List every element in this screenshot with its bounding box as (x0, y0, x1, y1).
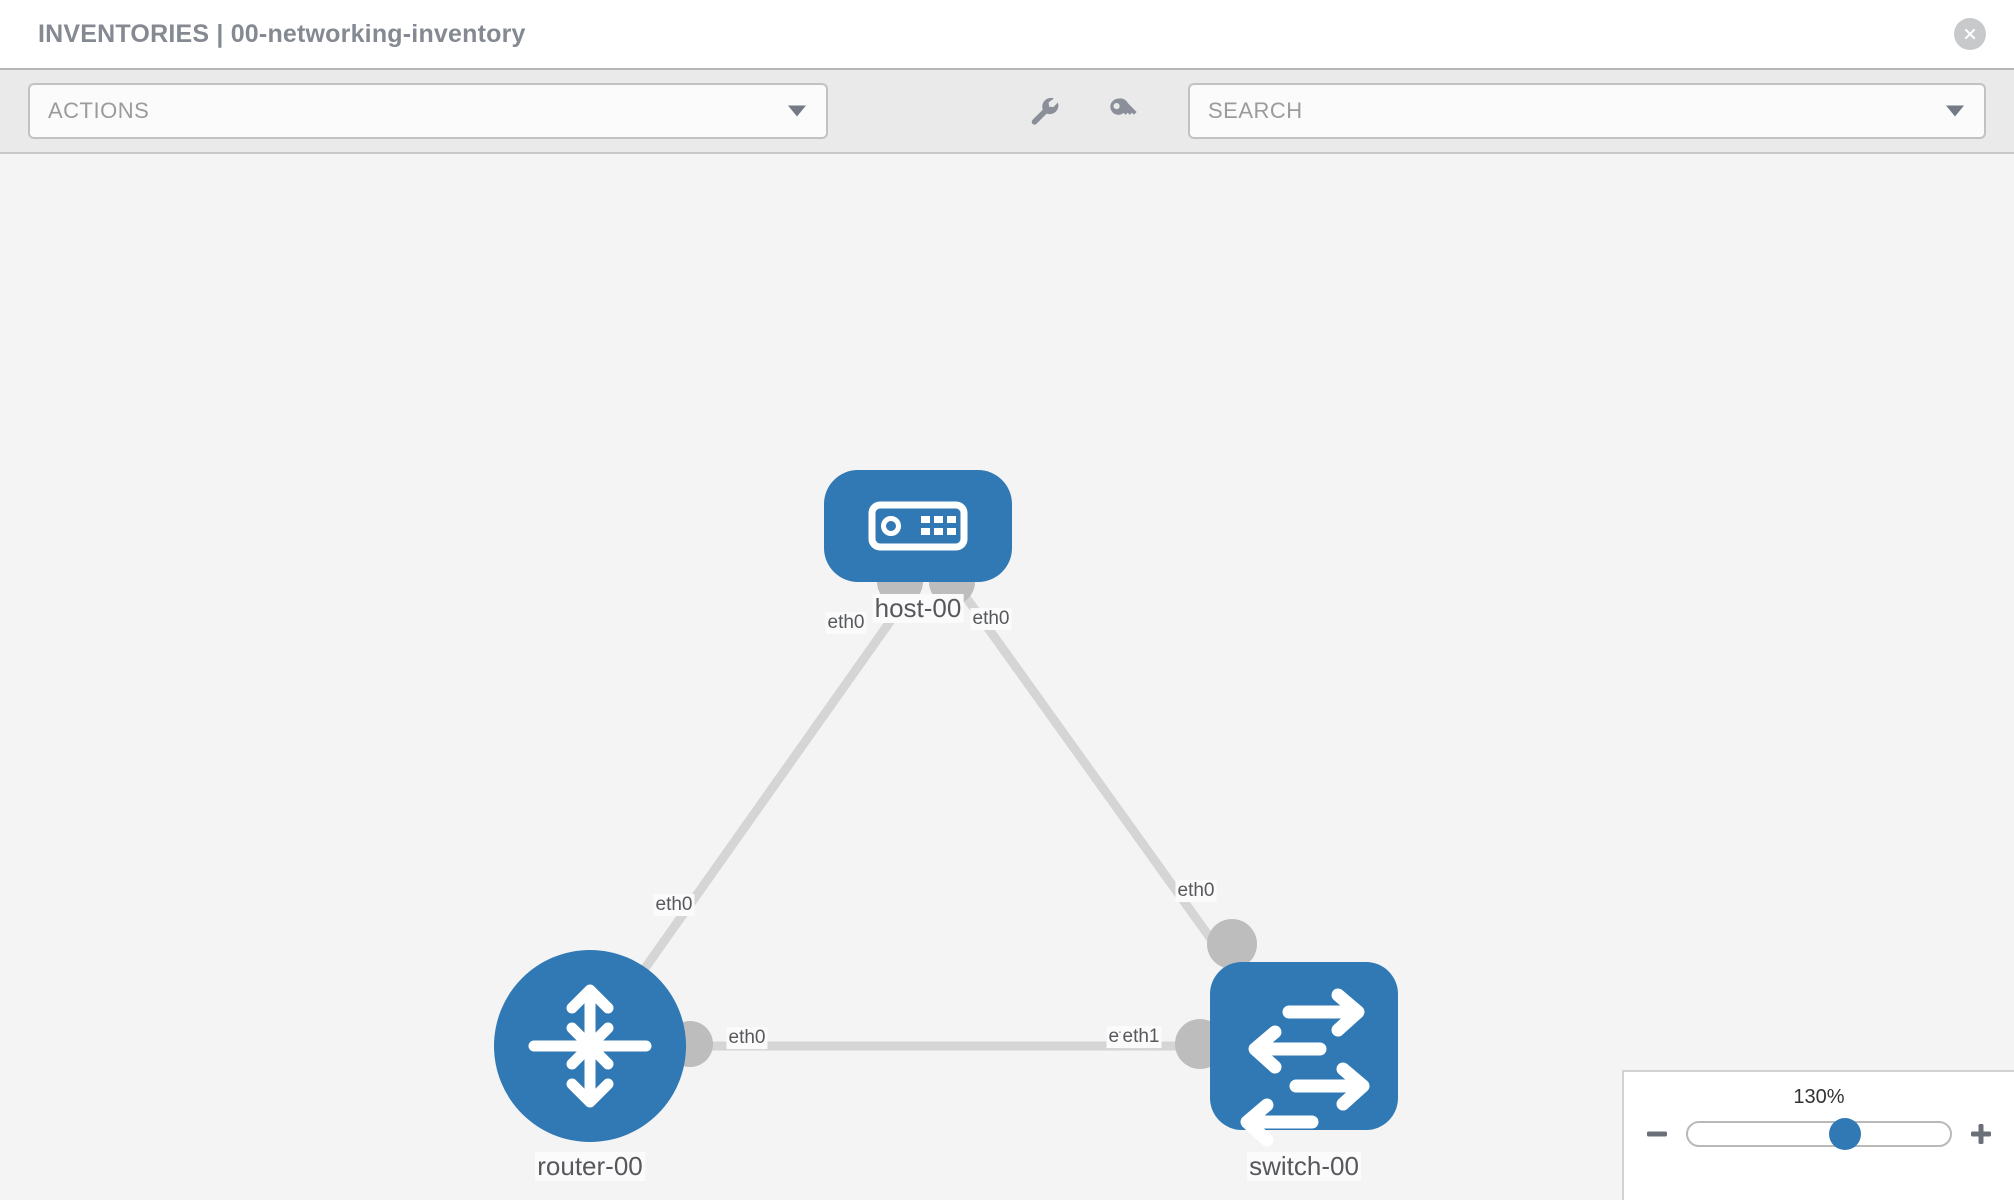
zoom-control: 130% (1622, 1070, 2014, 1200)
interface-label-host-eth0-right: eth0 (970, 608, 1012, 630)
topology-graph (494, 470, 1398, 1147)
search-field[interactable]: SEARCH (1188, 83, 1986, 139)
node-switch-00[interactable] (1210, 962, 1398, 1147)
connector-switch-eth0[interactable] (1207, 919, 1257, 969)
wrench-button[interactable] (1024, 91, 1064, 131)
interface-label-switch-eth0-up: eth0 (1175, 880, 1217, 902)
zoom-in-button[interactable] (1966, 1119, 1996, 1149)
node-label-switch-00: switch-00 (1247, 1151, 1361, 1181)
interface-label-router-eth0-up: eth0 (653, 894, 695, 916)
server-icon (868, 501, 968, 551)
plus-icon (1971, 1124, 1991, 1144)
actions-dropdown[interactable]: ACTIONS (28, 83, 828, 139)
minus-icon (1647, 1131, 1667, 1137)
node-host-00[interactable] (824, 470, 1012, 582)
page-title: INVENTORIES | 00-networking-inventory (38, 19, 526, 48)
search-chevron-down-icon[interactable] (1946, 105, 1964, 117)
zoom-level-label: 130% (1793, 1086, 1845, 1108)
link-host-switch[interactable] (951, 579, 1240, 977)
node-label-router-00: router-00 (535, 1151, 645, 1181)
search-placeholder: SEARCH (1208, 98, 1303, 123)
zoom-slider-row (1624, 1118, 2014, 1150)
interface-label-host-eth0-left: eth0 (825, 612, 867, 634)
toolbar: ACTIONS SEARCH (0, 68, 2014, 154)
switch-arrows-icon (1240, 988, 1370, 1147)
key-button[interactable] (1102, 91, 1142, 131)
interface-label-switch-eth1: eth1 (1120, 1026, 1162, 1048)
chevron-down-icon (788, 105, 806, 117)
actions-dropdown-label: ACTIONS (48, 98, 150, 123)
key-icon (1110, 98, 1137, 115)
router-arrows-icon (528, 984, 652, 1108)
zoom-out-button[interactable] (1642, 1119, 1672, 1149)
node-router-00[interactable] (494, 950, 686, 1142)
wrench-icon (1031, 97, 1059, 125)
node-label-host-00: host-00 (872, 593, 964, 623)
interface-label-router-eth0: eth0 (726, 1027, 768, 1049)
close-icon (1964, 28, 1976, 40)
zoom-slider-track[interactable] (1686, 1118, 1952, 1150)
zoom-slider-handle[interactable] (1829, 1118, 1862, 1150)
topology-canvas[interactable]: eth0 eth0 eth0 eth0 eth0 eth0 eth1 host-… (0, 154, 2014, 1200)
close-button[interactable] (1954, 18, 1986, 50)
page-header: INVENTORIES | 00-networking-inventory (0, 0, 2014, 68)
toolbar-icon-group (1024, 91, 1142, 131)
